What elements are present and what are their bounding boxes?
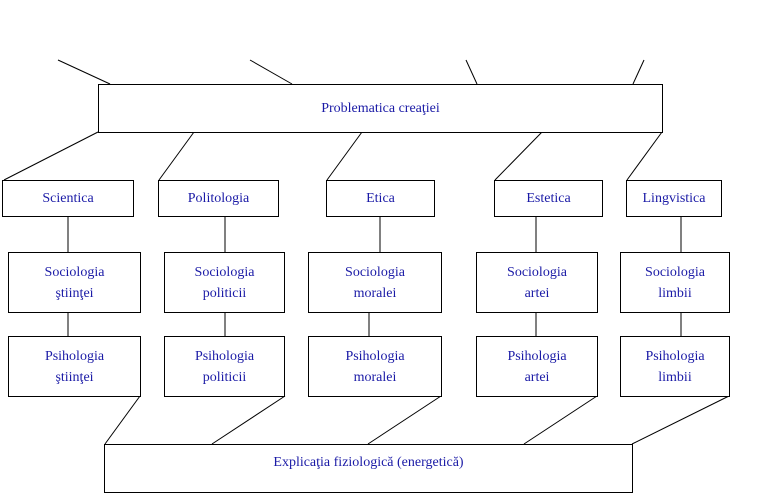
connector-line xyxy=(631,395,730,445)
sociology-box-artei: Sociologia artei xyxy=(476,252,598,313)
sociology-label-line2: artei xyxy=(524,285,550,301)
connector-line xyxy=(326,131,363,181)
sociology-box-politicii: Sociologia politicii xyxy=(164,252,285,313)
sociology-box-moralei: Sociologia moralei xyxy=(308,252,442,313)
connector-line xyxy=(632,59,645,85)
top-box-problematica: Problematica creaţiei xyxy=(98,84,663,133)
connector-line xyxy=(626,131,663,181)
psychology-box-politicii: Psihologia politicii xyxy=(164,336,285,397)
psychology-box-stiintei: Psihologia ştiinţei xyxy=(8,336,141,397)
domain-box-etica: Etica xyxy=(326,180,435,217)
sociology-box-stiintei: Sociologia ştiinţei xyxy=(8,252,141,313)
sociology-label-line1: Sociologia xyxy=(345,264,405,280)
psychology-box-moralei: Psihologia moralei xyxy=(308,336,442,397)
sociology-label-line2: politicii xyxy=(202,285,247,301)
connector-line xyxy=(367,395,442,445)
bottom-box-explicatia: Explicaţia fiziologică (energetică) xyxy=(104,444,633,493)
sociology-label-line2: moralei xyxy=(353,285,397,301)
domain-label: Lingvistica xyxy=(642,191,706,206)
psychology-box-limbii: Psihologia limbii xyxy=(620,336,730,397)
connector-line xyxy=(104,395,141,445)
sociology-label-line2: ştiinţei xyxy=(55,285,94,301)
psychology-label-line1: Psihologia xyxy=(345,348,405,364)
psychology-label-line2: limbii xyxy=(658,369,692,385)
psychology-label-line1: Psihologia xyxy=(44,348,105,364)
sociology-label-line1: Sociologia xyxy=(507,264,567,280)
connector-line xyxy=(523,395,598,445)
domain-box-politologia: Politologia xyxy=(158,180,279,217)
psychology-label-line2: artei xyxy=(524,369,550,385)
psychology-label-line1: Psihologia xyxy=(194,348,255,364)
top-box-label: Problematica creaţiei xyxy=(321,101,440,116)
connector-line xyxy=(249,59,293,85)
sociology-label-line1: Sociologia xyxy=(194,264,255,280)
domain-label: Etica xyxy=(366,191,395,206)
psychology-label-line2: ştiinţei xyxy=(55,369,94,385)
connector-line xyxy=(465,59,478,85)
psychology-label-line2: politicii xyxy=(202,369,247,385)
sociology-label-line1: Sociologia xyxy=(645,264,705,280)
domain-label: Scientica xyxy=(42,191,94,206)
bottom-box-label: Explicaţia fiziologică (energetică) xyxy=(273,455,464,470)
psychology-label-line1: Psihologia xyxy=(507,348,567,364)
domain-label: Politologia xyxy=(187,191,250,206)
sociology-label-line1: Sociologia xyxy=(44,264,105,280)
connector-line xyxy=(158,131,195,181)
psychology-box-artei: Psihologia artei xyxy=(476,336,598,397)
domain-label: Estetica xyxy=(526,191,571,206)
connector-line xyxy=(57,59,111,85)
connector-line xyxy=(3,131,99,181)
connector-line xyxy=(211,395,286,445)
domain-box-estetica: Estetica xyxy=(494,180,603,217)
domain-box-lingvistica: Lingvistica xyxy=(626,180,722,217)
domain-box-scientica: Scientica xyxy=(2,180,134,217)
connector-line xyxy=(494,131,543,181)
sociology-box-limbii: Sociologia limbii xyxy=(620,252,730,313)
psychology-label-line1: Psihologia xyxy=(645,348,705,364)
sociology-label-line2: limbii xyxy=(658,285,692,301)
psychology-label-line2: moralei xyxy=(353,369,397,385)
